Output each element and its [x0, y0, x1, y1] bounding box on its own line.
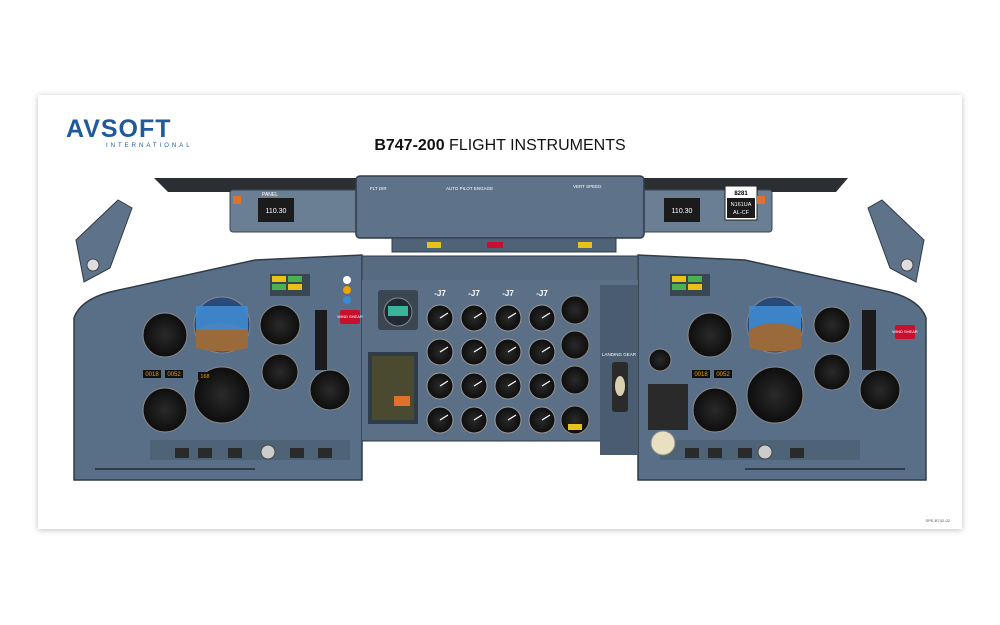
- left-airspeed-indicator: [142, 312, 188, 358]
- master-warning-light-right: [757, 196, 765, 204]
- engine-instruments: -J7 -J7 -J7 -J7: [368, 289, 590, 435]
- engine-3-label: -J7: [502, 289, 514, 298]
- registration-line1: N161UA: [731, 202, 752, 208]
- right-clock-a: 0018: [694, 372, 708, 378]
- engine-2-label: -J7: [468, 289, 480, 298]
- left-radio-altimeter: [309, 369, 351, 411]
- logo-subtitle: INTERNATIONAL: [106, 143, 193, 149]
- engine-gauge-needle: [473, 414, 483, 421]
- engine-gauge-needle: [473, 346, 483, 353]
- engine-gauge-needle: [439, 380, 449, 387]
- registration-line2: AL-CF: [733, 210, 750, 216]
- right-side-panel: [867, 199, 925, 283]
- left-vsi: [261, 353, 299, 391]
- engine-gauge-needle: [473, 380, 483, 387]
- engine-gauge-needle: [507, 380, 517, 387]
- lower-switches: [175, 444, 804, 460]
- engine-gauge-needle: [439, 312, 449, 319]
- title-text: FLIGHT INSTRUMENTS: [444, 137, 626, 154]
- left-hsi: [193, 366, 251, 424]
- ias-readout: 168: [200, 374, 209, 380]
- vert-speed-label: VERT SPEED: [573, 184, 602, 189]
- landing-gear-panel: LANDING GEAR: [602, 290, 688, 456]
- left-clock-b: 0052: [167, 372, 181, 378]
- tail-number: 8281: [734, 191, 748, 197]
- left-side-panel: [75, 199, 133, 283]
- right-vsi: [813, 353, 851, 391]
- engine-4-label: -J7: [536, 289, 548, 298]
- master-warning-light-left: [233, 196, 241, 204]
- engine-gauge-needle: [541, 346, 551, 353]
- engine-gauge-needle: [507, 312, 517, 319]
- landing-gear-label: LANDING GEAR: [602, 352, 637, 357]
- right-airspeed-indicator: [687, 312, 733, 358]
- right-wind-shear-light: WIND SHEAR: [892, 329, 918, 334]
- engine-gauge-needle: [439, 346, 449, 353]
- left-clock-a: 0018: [145, 372, 159, 378]
- engine-gauge-needle: [507, 346, 517, 353]
- right-frequency: 110.30: [672, 208, 693, 215]
- logo-wordmark: AVSOFT: [66, 115, 172, 143]
- engine-gauge-needle: [473, 312, 483, 319]
- engine-gauge-needle: [507, 414, 517, 421]
- left-frequency: 110.30: [266, 208, 287, 215]
- engine-gauge-needle: [439, 414, 449, 421]
- engine-gauge-needle: [541, 312, 551, 319]
- panel-label: PANEL: [262, 192, 278, 198]
- glareshield: 110.30 PANEL 110.30 FLT DIR AUTO PILOT E…: [154, 175, 848, 253]
- avsoft-logo: AVSOFT INTERNATIONAL: [66, 115, 193, 150]
- engine-1-label: -J7: [434, 289, 446, 298]
- right-altimeter: [813, 306, 851, 344]
- right-rmi: [692, 387, 738, 433]
- flt-dir-label: FLT DIR: [370, 186, 387, 191]
- document-code: SPE-B742-02: [925, 518, 950, 523]
- title-model: B747-200: [374, 137, 445, 154]
- right-pilot-instruments: 0018 0052 WIND SHEAR: [660, 274, 918, 470]
- standby-gauge: [648, 348, 672, 372]
- engine-gauge-needle: [541, 380, 551, 387]
- left-wind-shear-light: WIND SHEAR: [337, 314, 363, 319]
- right-radio-altimeter: [859, 369, 901, 411]
- right-hsi: [746, 366, 804, 424]
- engine-gauge-needle: [541, 414, 551, 421]
- page-title: B747-200 FLIGHT INSTRUMENTS: [38, 137, 962, 155]
- autopilot-label: AUTO PILOT ENGAGE: [446, 186, 493, 191]
- left-rmi: [142, 387, 188, 433]
- right-clock-b: 0052: [716, 372, 730, 378]
- left-altimeter: [259, 304, 301, 346]
